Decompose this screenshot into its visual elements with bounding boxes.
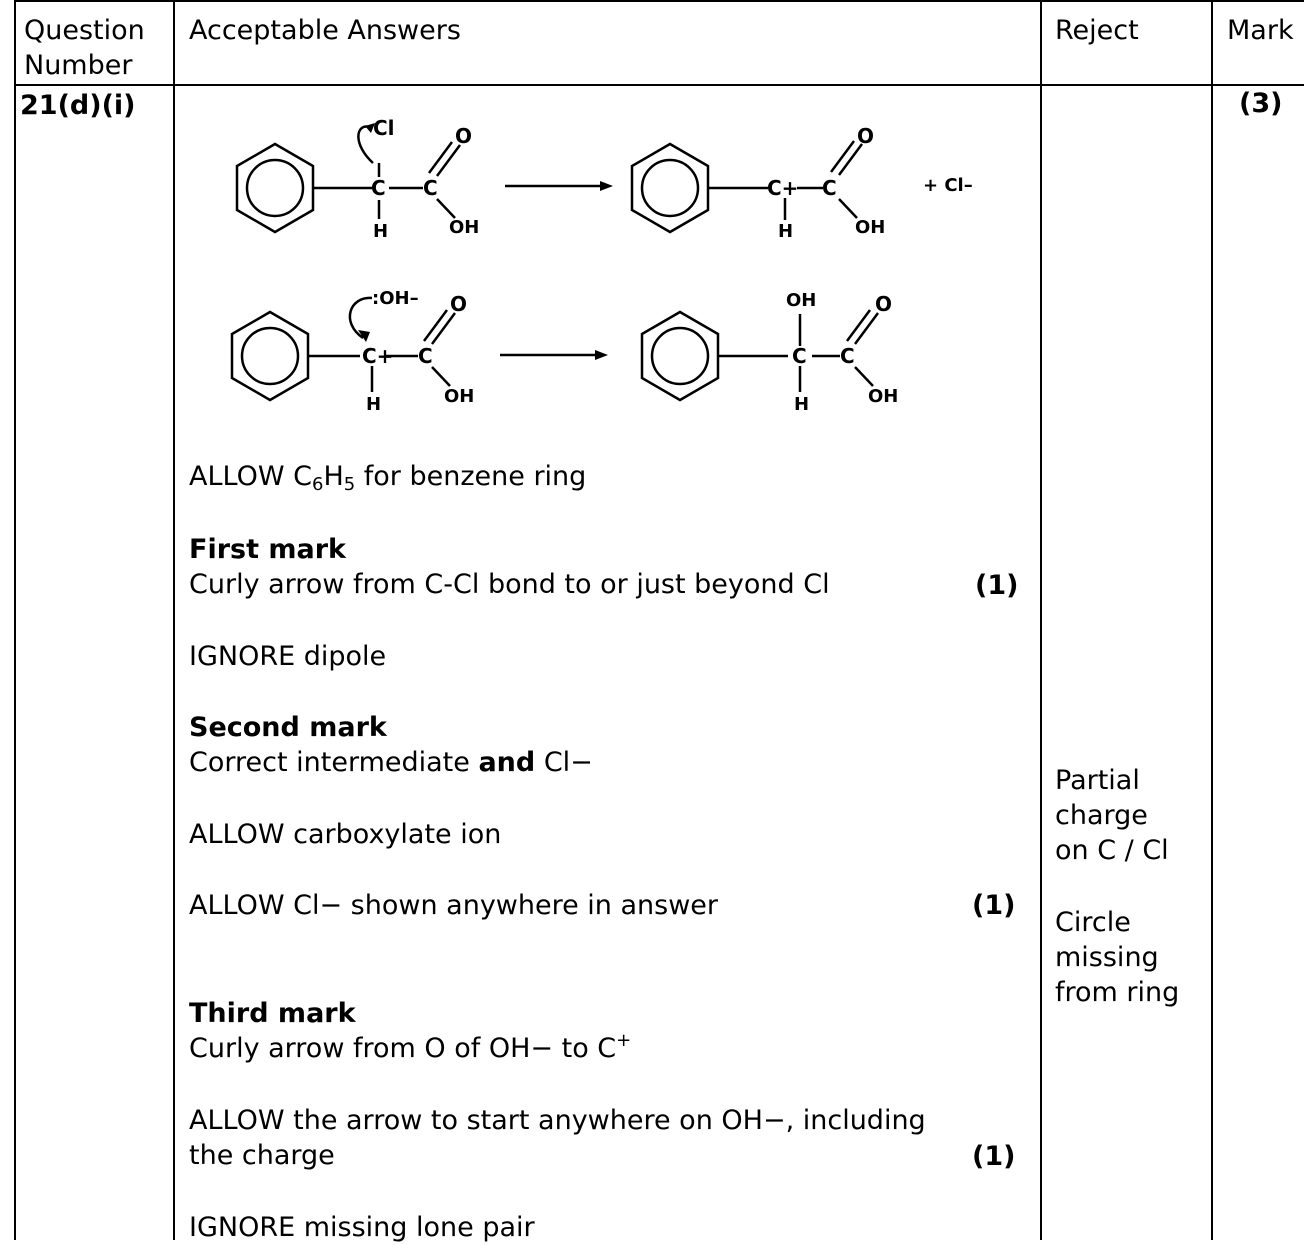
table-border-top xyxy=(14,0,1304,2)
column-divider xyxy=(1040,0,1042,1240)
atom-h: H xyxy=(778,221,793,242)
atom-h: H xyxy=(373,221,388,242)
mechanism-step-1: Cl C H C O OH C+ H C O OH + Cl– xyxy=(235,116,973,242)
atom-c: C xyxy=(792,344,807,368)
allow-carboxylate: ALLOW carboxylate ion xyxy=(189,819,502,850)
atom-o: O xyxy=(857,124,874,148)
second-mark-heading: Second mark xyxy=(189,712,387,743)
third-mark-value: (1) xyxy=(972,1141,1016,1172)
table-border-left xyxy=(14,0,16,1240)
column-divider xyxy=(173,0,175,1240)
reject-circle-missing-3: from ring xyxy=(1055,977,1180,1008)
group-oh: OH xyxy=(868,386,898,407)
reject-partial-charge-2: charge xyxy=(1055,800,1148,831)
benzene-ring xyxy=(235,142,315,234)
atom-o: O xyxy=(875,292,892,316)
reject-partial-charge-3: on C / Cl xyxy=(1055,835,1169,866)
atom-cl: Cl xyxy=(373,116,395,140)
second-mark-text: Correct intermediate and Cl− xyxy=(189,747,593,778)
mechanism-step-2: :OH– C+ H C O OH OH C H C O OH xyxy=(230,288,898,415)
atom-c: C xyxy=(371,176,386,200)
first-mark-heading: First mark xyxy=(189,534,347,565)
chloride-ion: + Cl– xyxy=(923,175,973,196)
allow-cl-anywhere: ALLOW Cl− shown anywhere in answer xyxy=(189,890,719,921)
third-mark-heading: Third mark xyxy=(189,998,356,1029)
header-divider xyxy=(14,84,1304,86)
atom-c: C xyxy=(423,176,438,200)
header-reject: Reject xyxy=(1055,15,1139,46)
allow-c6h5: ALLOW C6H5 for benzene ring xyxy=(189,461,587,495)
benzene-ring xyxy=(630,142,710,234)
first-mark-value: (1) xyxy=(975,570,1019,601)
ignore-lone-pair: IGNORE missing lone pair xyxy=(189,1212,535,1243)
atom-c: C xyxy=(840,344,855,368)
reject-circle-missing-2: missing xyxy=(1055,942,1159,973)
header-acceptable-answers: Acceptable Answers xyxy=(189,15,461,46)
question-number: 21(d)(i) xyxy=(20,90,136,121)
allow-arrow-line-1: ALLOW the arrow to start anywhere on OH−… xyxy=(189,1105,926,1136)
group-oh: OH xyxy=(444,386,474,407)
second-mark-value: (1) xyxy=(972,890,1016,921)
group-oh: OH xyxy=(855,217,885,238)
benzene-ring xyxy=(230,310,310,402)
header-question: Question xyxy=(24,15,145,46)
reject-partial-charge-1: Partial xyxy=(1055,765,1140,796)
atom-o: O xyxy=(455,124,472,148)
carbocation: C+ xyxy=(767,176,798,200)
group-oh: OH xyxy=(786,290,816,311)
column-divider xyxy=(1211,0,1213,1240)
allow-arrow-line-2: the charge xyxy=(189,1140,335,1171)
ignore-dipole: IGNORE dipole xyxy=(189,641,387,672)
atom-c: C xyxy=(418,344,433,368)
header-mark: Mark xyxy=(1227,15,1294,46)
atom-h: H xyxy=(366,394,381,415)
hydroxide-ion: :OH– xyxy=(372,288,419,309)
first-mark-text: Curly arrow from C-Cl bond to or just be… xyxy=(189,569,830,600)
benzene-ring xyxy=(640,310,720,402)
atom-c: C xyxy=(822,176,837,200)
total-mark: (3) xyxy=(1239,88,1283,119)
carbocation: C+ xyxy=(362,344,393,368)
group-oh: OH xyxy=(449,217,479,238)
third-mark-text: Curly arrow from O of OH− to C+ xyxy=(189,1030,632,1065)
header-number: Number xyxy=(24,50,133,81)
atom-h: H xyxy=(794,394,809,415)
atom-o: O xyxy=(450,292,467,316)
reject-circle-missing-1: Circle xyxy=(1055,907,1131,938)
